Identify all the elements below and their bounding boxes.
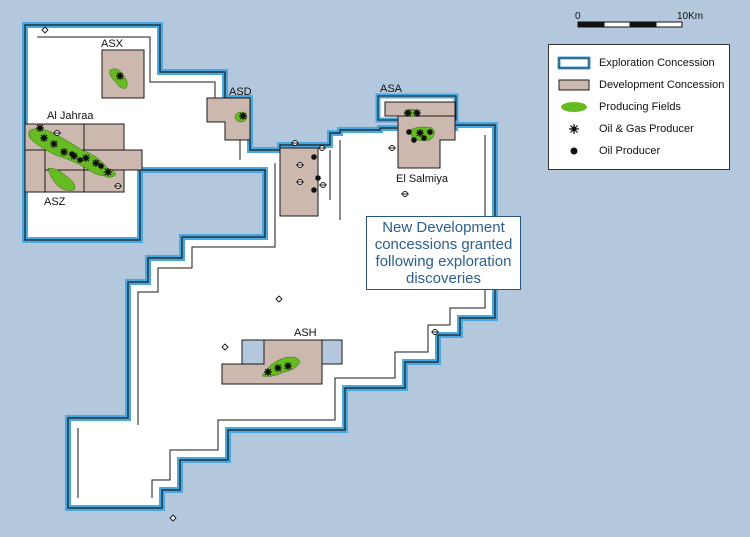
well-marker-3: [221, 343, 229, 351]
well-oil-5: [315, 175, 321, 181]
well-og-11: [404, 109, 412, 117]
development-concession-ash: [221, 339, 343, 385]
development-concession-asd: [206, 97, 251, 141]
scale-start-label: 0: [575, 11, 581, 22]
well-oil-8: [411, 137, 417, 143]
well-gas-5: [296, 179, 304, 185]
label-al-jahraa: Al Jahraa: [47, 110, 94, 122]
oil-producer-wells: [69, 129, 433, 193]
development-concession-asx: [101, 49, 145, 99]
label-el-salmiya: El Salmiya: [396, 173, 449, 185]
legend: Exploration Concession Development Conce…: [548, 44, 730, 170]
well-oil-10: [427, 129, 433, 135]
legend-item-development: Development Concession: [555, 76, 724, 94]
oil-producer-icon: [555, 142, 593, 160]
well-oil-6: [311, 187, 317, 193]
well-oil-2: [77, 157, 83, 163]
label-asa: ASA: [380, 83, 403, 95]
well-og-6: [82, 154, 90, 162]
well-gas-4: [296, 162, 304, 168]
well-oil-1: [69, 151, 75, 157]
well-og-4: [60, 148, 68, 156]
oil-gas-producer-icon: [555, 120, 593, 138]
well-oil-4: [311, 154, 317, 160]
label-asx: ASX: [101, 38, 124, 50]
other-wells: [41, 26, 439, 522]
callout-box: New Development concessions granted foll…: [366, 216, 521, 290]
well-oil-9: [421, 135, 427, 141]
development-concession-icon: [555, 76, 593, 94]
well-og-13: [416, 129, 424, 137]
well-gas-10: [431, 329, 439, 335]
legend-item-oil: Oil Producer: [555, 142, 660, 160]
legend-label: Development Concession: [599, 79, 725, 91]
well-oil-7: [406, 129, 412, 135]
well-og-1: [36, 124, 44, 132]
well-gas-9: [401, 191, 409, 197]
well-og-9: [116, 72, 124, 80]
well-og-2: [40, 134, 48, 142]
exploration-concession-main: [22, 22, 498, 511]
exploration-concession-icon: [555, 54, 593, 72]
legend-item-oil-gas: Oil & Gas Producer: [555, 120, 694, 138]
oil-gas-producer-wells: [36, 72, 424, 376]
well-gas-6: [318, 145, 326, 151]
well-gas-2: [114, 183, 122, 189]
well-gas-7: [319, 182, 327, 188]
well-gas-3: [291, 140, 299, 146]
legend-label: Oil Producer: [599, 145, 661, 157]
well-og-14: [264, 368, 272, 376]
legend-label: Producing Fields: [599, 101, 681, 113]
legend-item-exploration: Exploration Concession: [555, 54, 715, 72]
well-og-3: [50, 140, 58, 148]
well-og-16: [284, 362, 292, 370]
label-asz: ASZ: [44, 196, 66, 208]
callout-text: New Development concessions granted foll…: [374, 219, 513, 287]
well-og-8: [104, 168, 112, 176]
legend-label: Oil & Gas Producer: [599, 123, 694, 135]
producing-field-asx: [109, 68, 128, 89]
well-og-7: [92, 159, 100, 167]
well-gas-1: [53, 130, 61, 136]
scale-end-label: 10Km: [677, 11, 703, 22]
well-marker-1: [41, 26, 49, 34]
well-og-10: [239, 112, 247, 120]
well-og-12: [413, 109, 421, 117]
label-asd: ASD: [229, 86, 252, 98]
well-oil-3: [98, 163, 104, 169]
label-ash: ASH: [294, 327, 317, 339]
producing-field-icon: [555, 98, 593, 116]
scale-bar: 0 10Km: [575, 11, 703, 28]
well-marker-4: [169, 514, 177, 522]
well-marker-2: [275, 295, 283, 303]
legend-label: Exploration Concession: [599, 57, 715, 69]
well-og-15: [274, 364, 282, 372]
legend-item-producing: Producing Fields: [555, 98, 681, 116]
well-gas-8: [388, 145, 396, 151]
